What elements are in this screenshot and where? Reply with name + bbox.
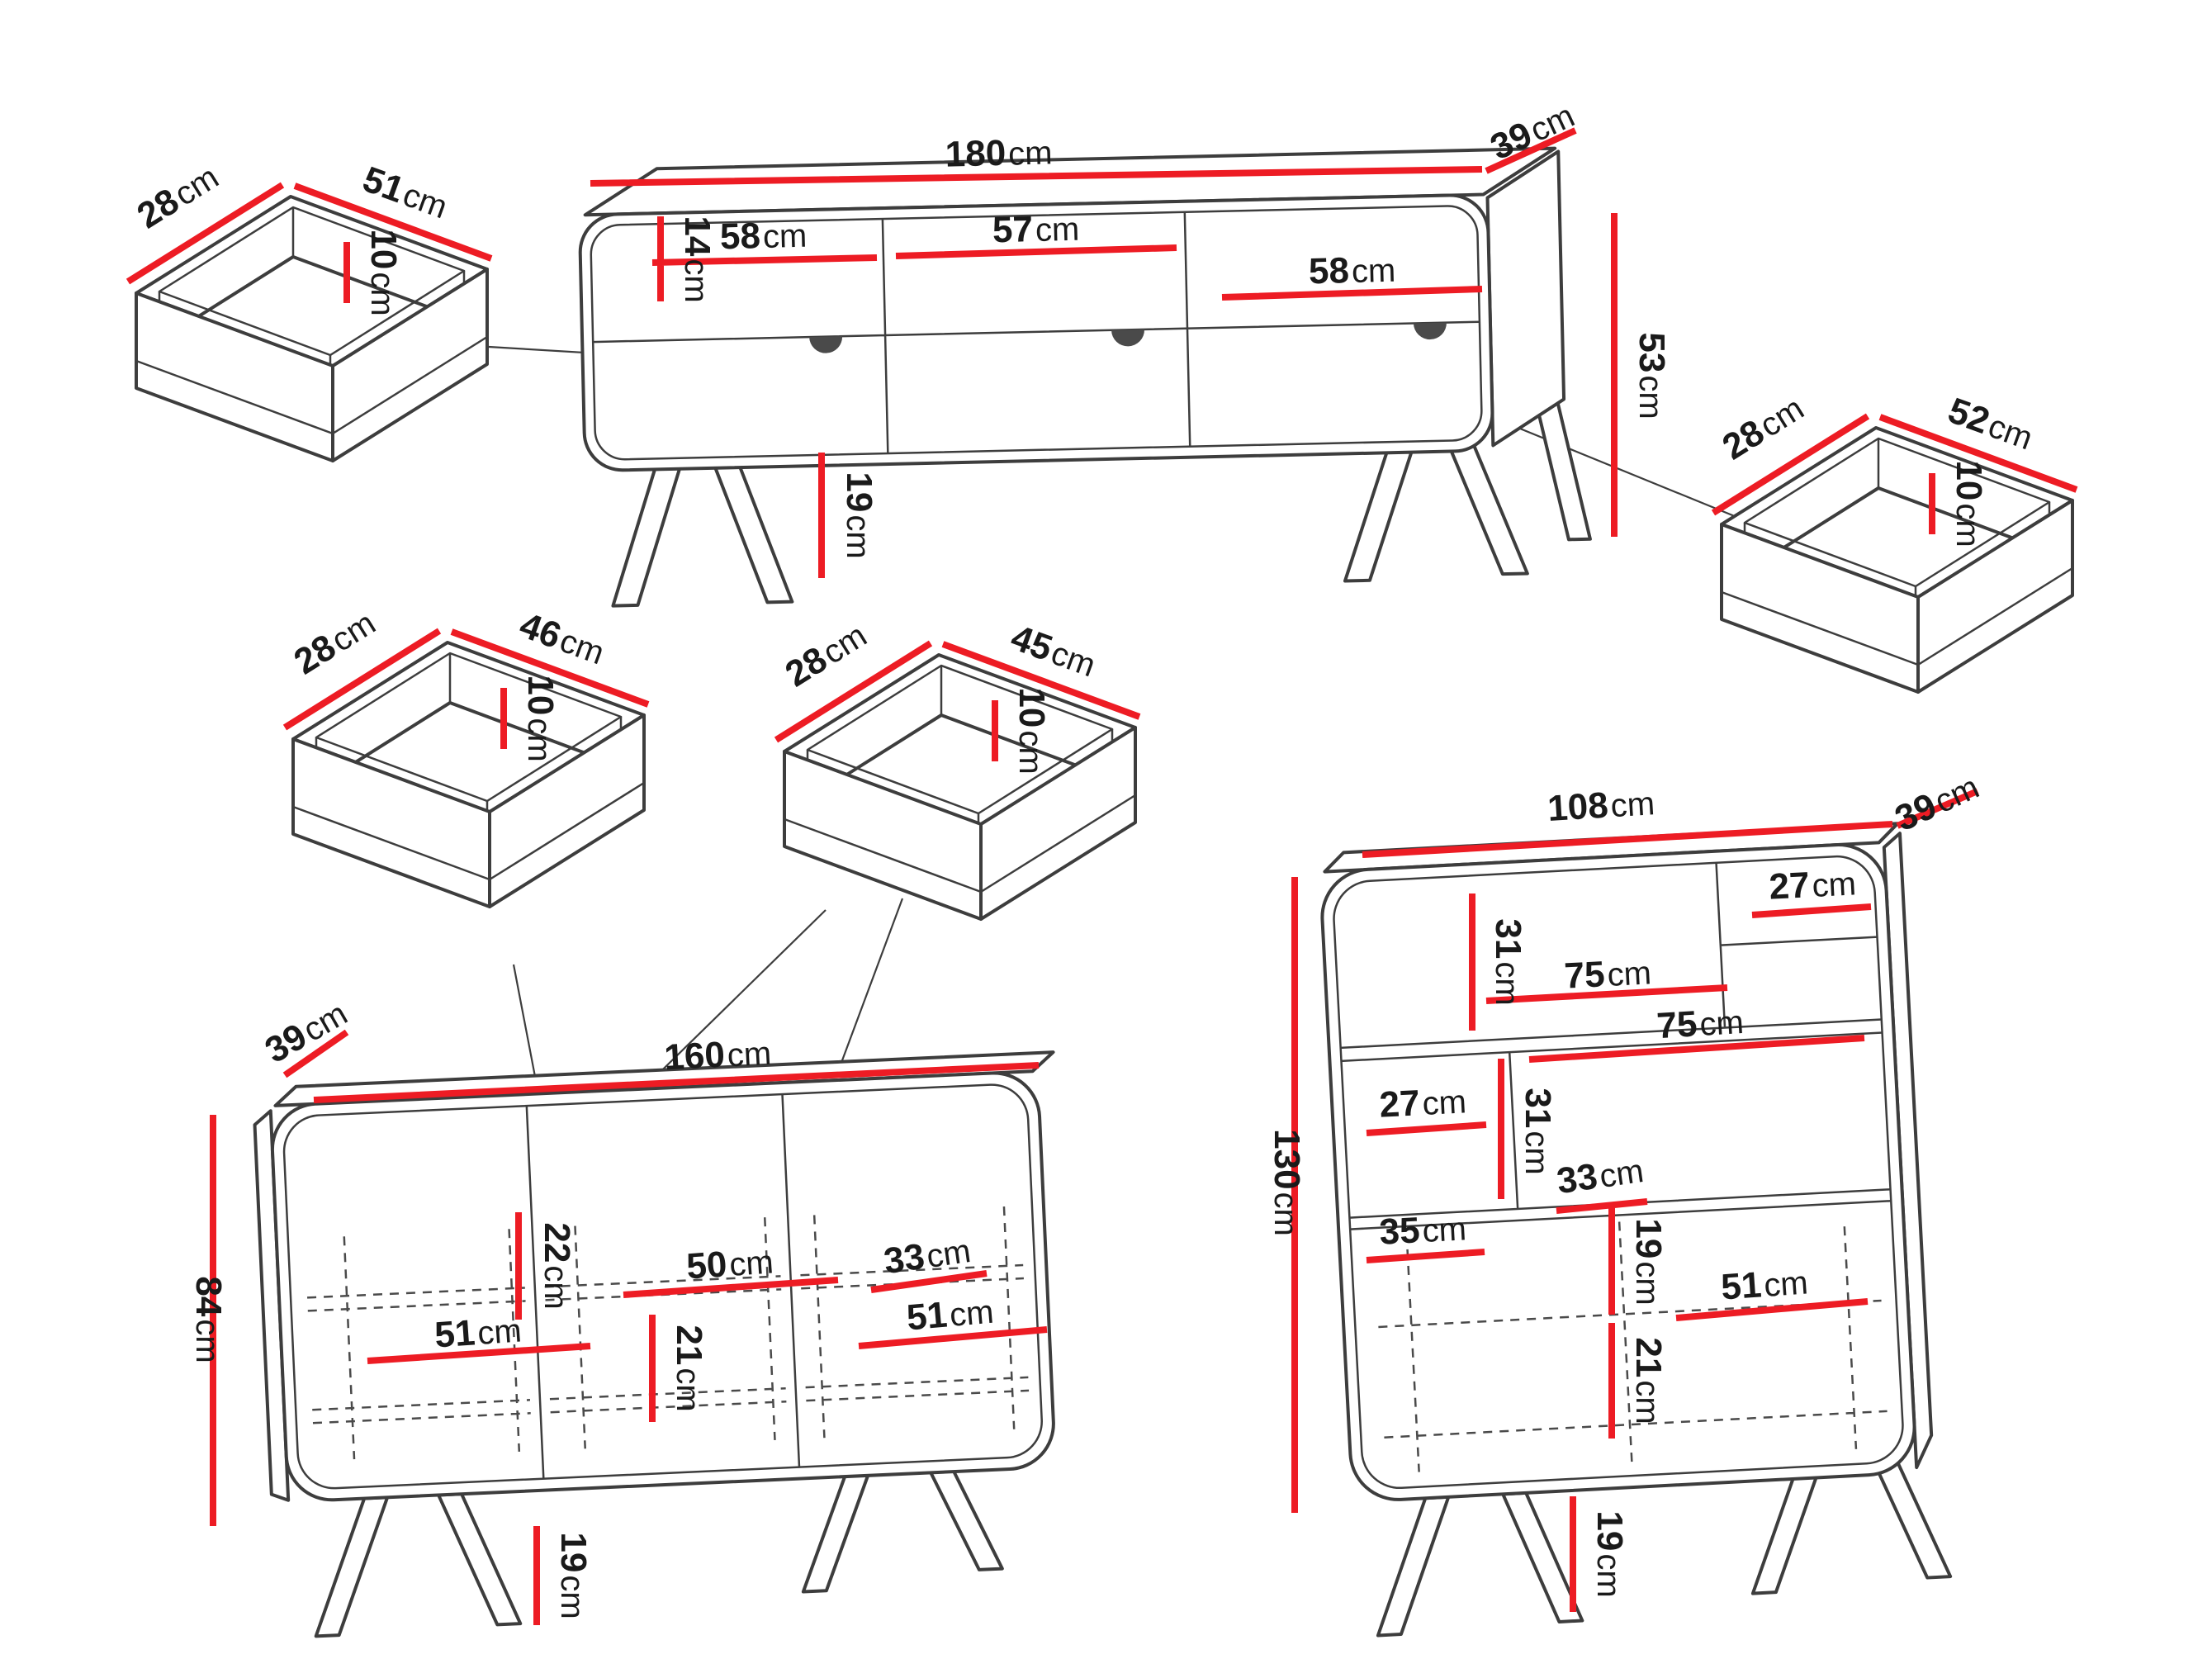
highboard-shelf-width-2-label: 75cm: [1655, 1001, 1745, 1046]
sideboard-inner-mid-height-label: 21cm: [669, 1325, 709, 1411]
tv-stand-leg: [1447, 443, 1529, 576]
drawer-mid-left-height-label: 10cm: [520, 675, 561, 761]
highboard-mid-height-label: 31cm: [1518, 1088, 1558, 1174]
drawer-top-left-depth-label: 28cm: [130, 156, 225, 236]
tv-stand-width-label: 180cm: [945, 131, 1053, 174]
tv-stand: [578, 146, 1592, 608]
highboard-top-right-width-label: 27cm: [1768, 862, 1857, 907]
tv-stand-dimension-lines: [590, 127, 1618, 578]
drawer-top-right: [1713, 416, 2077, 694]
tv-stand-shelf-middle-label: 57cm: [992, 208, 1080, 251]
highboard-interior-dashed-lines: [1378, 1221, 1888, 1472]
tv-stand-dividers: [593, 211, 1480, 454]
highboard-shelf-width-1-label: 75cm: [1563, 951, 1652, 996]
sideboard-front: [270, 1071, 1055, 1502]
sideboard-inner-right-width-label: 33cm: [881, 1230, 973, 1282]
sideboard-height-label: 84cm: [188, 1276, 229, 1363]
tv-stand-back-leg: [1534, 399, 1592, 542]
sideboard-width-label: 160cm: [663, 1032, 772, 1078]
tv-stand-handle: [1111, 329, 1145, 347]
tv-stand-leg-height-label: 19cm: [839, 472, 879, 558]
highboard-mid-width-label: 33cm: [1554, 1149, 1646, 1202]
drawer-mid-center-height-label: 10cm: [1011, 687, 1052, 774]
tv-stand-shelf-left-label: 58cm: [719, 215, 808, 258]
highboard-width-label: 108cm: [1547, 782, 1655, 829]
tv-stand-side-face: [1485, 149, 1566, 448]
highboard-lower-left-width-label: 35cm: [1378, 1207, 1467, 1252]
tv-stand-handle: [1413, 322, 1447, 340]
sideboard-dimension-lines: [210, 1029, 1048, 1625]
highboard-front-inner: [1333, 855, 1904, 1490]
sideboard-leg: [314, 1495, 390, 1638]
tv-stand-leg: [713, 464, 794, 604]
sideboard-inner-top-height-label: 22cm: [537, 1222, 577, 1309]
drawer-mid-left-depth-label: 28cm: [287, 602, 382, 682]
tv-stand-shelf-right-label: 58cm: [1308, 249, 1396, 292]
highboard-shelves: [1340, 862, 1892, 1230]
drawer-mid-center-depth-label: 28cm: [779, 614, 874, 694]
highboard-lower-inner-height-label: 19cm: [1628, 1218, 1669, 1305]
highboard-lower-right-width-label: 51cm: [1720, 1261, 1809, 1307]
highboard-lower-mid-height-label: 21cm: [1628, 1337, 1669, 1424]
sideboard-leg: [437, 1492, 523, 1627]
tv-stand-leg: [611, 465, 682, 608]
sideboard-inner-mid-width-label: 50cm: [685, 1240, 774, 1287]
tv-stand-leg: [1343, 445, 1415, 583]
sideboard: [253, 1050, 1055, 1638]
drawer-mid-center: [776, 643, 1139, 921]
drawer-top-right-depth-label: 28cm: [1716, 387, 1811, 467]
sideboard-inner-right-width-2-label: 51cm: [905, 1291, 995, 1339]
drawer-mid-left: [285, 631, 648, 908]
sideboard-leg-height-label: 19cm: [553, 1532, 594, 1619]
sideboard-inner-left-width-label: 51cm: [433, 1309, 523, 1355]
tv-stand-height-label: 53cm: [1632, 332, 1672, 419]
highboard-top-left-height-label: 31cm: [1488, 918, 1528, 1005]
highboard-depth-label: 39cm: [1889, 766, 1985, 839]
highboard-leg-height-label: 19cm: [1589, 1510, 1630, 1597]
sideboard-leg: [801, 1458, 875, 1594]
highboard-height-label: 130cm: [1267, 1129, 1307, 1236]
highboard-mid-left-width-label: 27cm: [1378, 1080, 1467, 1125]
highboard-leg: [1376, 1495, 1451, 1638]
drawer-top-left-height-label: 10cm: [363, 229, 404, 315]
highboard-dimension-lines: [1291, 788, 1979, 1612]
drawer-top-left: [128, 185, 491, 462]
drawer-top-right-height-label: 10cm: [1949, 460, 1989, 547]
tv-stand-top-inner-height-label: 14cm: [677, 216, 718, 302]
tv-stand-handle: [809, 336, 843, 353]
sideboard-front-inner: [282, 1083, 1043, 1490]
